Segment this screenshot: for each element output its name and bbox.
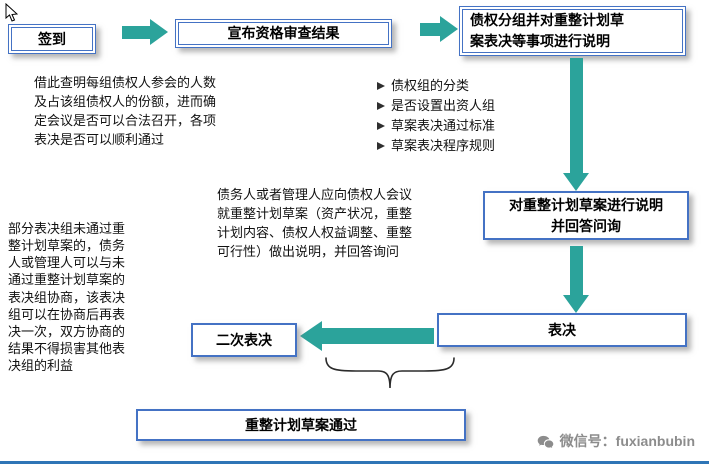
- list-item: 草案表决通过标准: [377, 116, 495, 136]
- bottom-divider: [0, 461, 709, 464]
- bullet-text: 是否设置出资人组: [391, 98, 496, 114]
- arrow-shaft: [569, 246, 583, 295]
- list-item: 草案表决程序规则: [377, 136, 495, 156]
- flow-box-plan-passed-label: 重整计划草案通过: [245, 416, 357, 433]
- bullet-arrow-icon: [377, 102, 385, 111]
- flow-box-vote: 表决: [437, 313, 687, 347]
- flow-box-second-vote-label: 二次表决: [216, 331, 272, 348]
- arrow-shaft: [569, 58, 583, 173]
- arrow-head-right-icon: [150, 19, 168, 45]
- list-item: 是否设置出资人组: [377, 96, 495, 116]
- arrow-head-down-icon: [563, 173, 589, 191]
- flow-arrow-right-2: [420, 16, 458, 42]
- note-explain-duty: 债务人或者管理人应向债权人会议就重整计划草案（资产状况，重整计划内容、债权人权益…: [217, 187, 413, 259]
- flow-arrow-down-1: [563, 58, 589, 191]
- flow-box-announce: 宣布资格审查结果: [175, 19, 392, 48]
- arrow-shaft: [420, 22, 440, 36]
- watermark-text: 微信号：fuxianbubin: [559, 433, 695, 449]
- flow-box-grouping: 债权分组并对重整计划草 案表决等事项进行说明: [459, 6, 686, 56]
- flow-box-plan-explain: 对重整计划草案进行说明 并回答问询: [483, 191, 689, 240]
- arrow-head-left-icon: [300, 321, 322, 351]
- flow-arrow-left-1: [300, 321, 434, 351]
- bullet-text: 草案表决通过标准: [391, 118, 496, 134]
- flow-box-sign-in-label: 签到: [38, 30, 66, 47]
- flow-arrow-down-2: [563, 246, 589, 313]
- bullet-arrow-icon: [377, 82, 385, 91]
- list-item: 债权组的分类: [377, 76, 495, 96]
- mouse-cursor-icon: [5, 3, 18, 22]
- flow-box-announce-label: 宣布资格审查结果: [227, 25, 340, 41]
- arrow-head-right-icon: [440, 16, 458, 42]
- flow-box-plan-explain-label: 对重整计划草案进行说明 并回答问询: [509, 196, 663, 234]
- bullet-arrow-icon: [377, 122, 385, 131]
- arrow-head-down-icon: [563, 295, 589, 313]
- note-attendance: 借此查明每组债权人参会的人数及占该组债权人的份额，进而确定会议是否可以合法召开，…: [34, 75, 217, 147]
- watermark: 微信号：fuxianbubin: [537, 431, 695, 451]
- arrow-shaft: [122, 25, 150, 39]
- bullet-list: 债权组的分类 是否设置出资人组 草案表决通过标准 草案表决程序规则: [377, 76, 495, 157]
- flow-box-vote-label: 表决: [548, 321, 576, 338]
- arrow-shaft: [322, 328, 434, 344]
- bullet-arrow-icon: [377, 142, 385, 151]
- curly-brace-icon: [325, 357, 455, 389]
- wechat-icon: [537, 435, 553, 448]
- flow-arrow-right-1: [122, 19, 168, 45]
- flow-box-plan-passed: 重整计划草案通过: [136, 409, 466, 441]
- flow-box-sign-in: 签到: [8, 24, 96, 54]
- bullet-text: 草案表决程序规则: [391, 138, 496, 154]
- flow-box-second-vote: 二次表决: [191, 323, 297, 357]
- flow-box-grouping-label: 债权分组并对重整计划草 案表决等事项进行说明: [470, 12, 624, 49]
- bullet-text: 债权组的分类: [391, 78, 470, 93]
- note-second-vote-rule: 部分表决组未通过重整计划草案的，债务人或管理人可以与未通过重整计划草案的表决组协…: [8, 221, 126, 374]
